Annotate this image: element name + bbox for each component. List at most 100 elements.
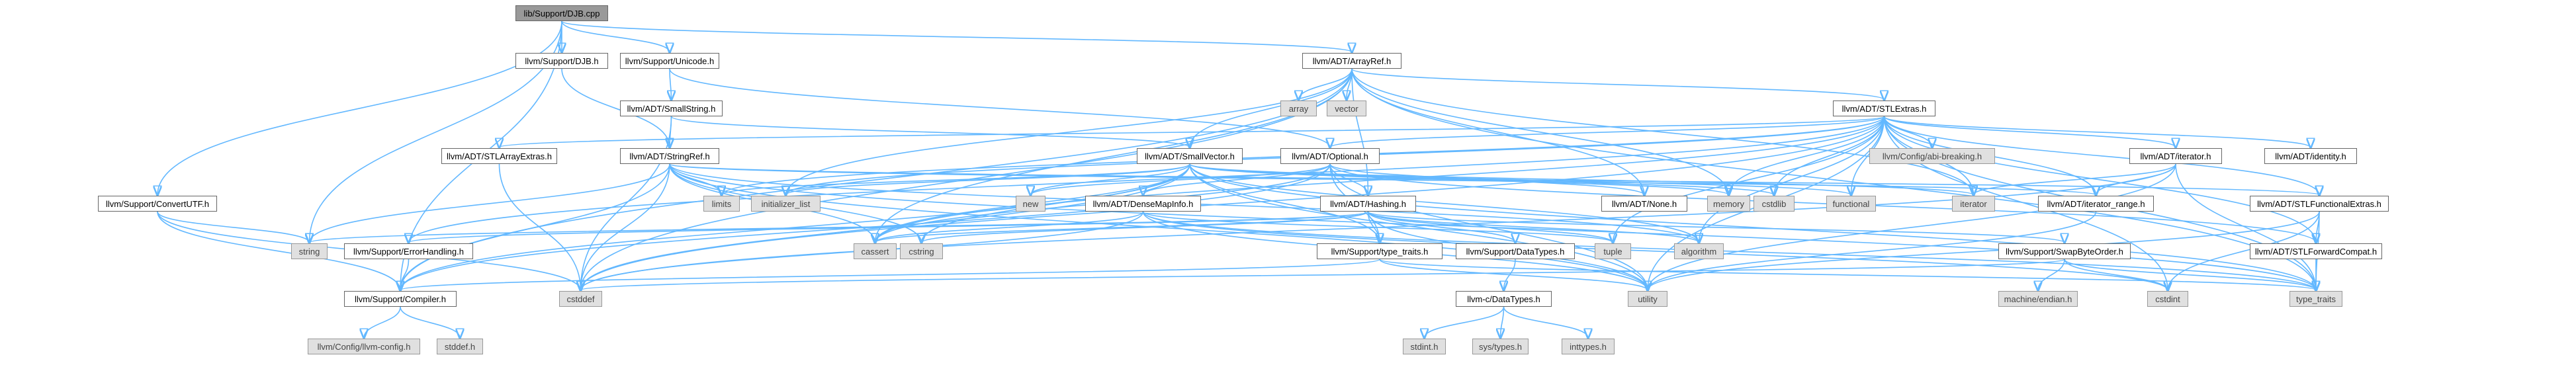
- edge-n_adt_stringref_h-to-n_support_compiler_h: [400, 163, 670, 290]
- node-support-compiler-h[interactable]: llvm/Support/Compiler.h: [344, 291, 457, 307]
- node-support-unicode-h[interactable]: llvm/Support/Unicode.h: [620, 53, 719, 69]
- node-adt-stlforwardcompat-h[interactable]: llvm/ADT/STLForwardCompat.h: [2250, 243, 2382, 259]
- node-functional[interactable]: functional: [1826, 196, 1876, 212]
- node-adt-stringref-h[interactable]: llvm/ADT/StringRef.h: [620, 148, 719, 164]
- node-cstddef[interactable]: cstddef: [559, 291, 602, 307]
- edge-n_support_unicode_h-to-n_adt_smallstring_h: [670, 68, 672, 100]
- edge-n_support_type_traits_h-to-n_type_traits: [1379, 259, 2316, 290]
- node-string[interactable]: string: [291, 243, 328, 259]
- edge-n_adt_optional_h-to-n_adt_stlforwardcompat_h: [1329, 163, 2316, 243]
- edge-n_llvmc_datatypes_h-to-n_inttypes_h: [1503, 306, 1589, 338]
- edge-n_adt_hashing_h-to-n_string: [310, 211, 1369, 243]
- node-adt-iterator-h[interactable]: llvm/ADT/iterator.h: [2129, 148, 2222, 164]
- edge-n_adt_iterator_range_h-to-n_utility: [1648, 211, 2097, 290]
- edge-n_adt_arrayref_h-to-n_adt_smallvector_h: [1190, 68, 1353, 147]
- edge-n_support_compiler_h-to-n_config_llvm_config_h: [364, 306, 401, 338]
- node-vector[interactable]: vector: [1327, 101, 1366, 116]
- node-inttypes-h[interactable]: inttypes.h: [1562, 339, 1615, 354]
- edge-n_llvmc_datatypes_h-to-n_sys_types_h: [1501, 306, 1504, 338]
- edge-n_adt_smallvector_h-to-n_initializer_list: [786, 163, 1190, 195]
- edge-n_adt_hashing_h-to-n_support_type_traits_h: [1367, 211, 1380, 243]
- node-machine-endian-h[interactable]: machine/endian.h: [1998, 291, 2078, 307]
- node-stdint-h[interactable]: stdint.h: [1403, 339, 1446, 354]
- node-config-llvm-config-h[interactable]: llvm/Config/llvm-config.h: [308, 339, 420, 354]
- node-support-convertutf-h[interactable]: llvm/Support/ConvertUTF.h: [98, 196, 217, 212]
- edge-n_support_convertutf_h-to-n_string: [157, 211, 310, 243]
- node-stddef-h[interactable]: stddef.h: [437, 339, 483, 354]
- node-tuple[interactable]: tuple: [1595, 243, 1631, 259]
- edge-n_support_unicode_h-to-n_adt_optional_h: [669, 68, 1330, 147]
- node-adt-identity-h[interactable]: llvm/ADT/identity.h: [2264, 148, 2357, 164]
- node-llvmc-datatypes-h[interactable]: llvm-c/DataTypes.h: [1456, 291, 1552, 307]
- node-array[interactable]: array: [1280, 101, 1317, 116]
- node-sys-types-h[interactable]: sys/types.h: [1472, 339, 1529, 354]
- node-limits[interactable]: limits: [703, 196, 740, 212]
- node-new[interactable]: new: [1016, 196, 1045, 212]
- node-cstdint[interactable]: cstdint: [2147, 291, 2188, 307]
- edge-n_adt_smallvector_h-to-n_support_type_traits_h: [1189, 163, 1380, 243]
- edge-n_adt_hashing_h-to-n_support_swapbyteorder_h: [1367, 211, 2065, 243]
- node-algorithm[interactable]: algorithm: [1674, 243, 1724, 259]
- node-memory[interactable]: memory: [1707, 196, 1750, 212]
- node-cstdlib[interactable]: cstdlib: [1754, 196, 1795, 212]
- edge-n_adt_stlextras_h-to-n_adt_stlfunctionalextras_h: [1883, 116, 2320, 195]
- node-adt-stlfunctionalextras-h[interactable]: llvm/ADT/STLFunctionalExtras.h: [2250, 196, 2389, 212]
- edge-n_adt_smallvector_h-to-n_iterator: [1189, 163, 1974, 195]
- edge-n_adt_smallvector_h-to-n_functional: [1189, 163, 1851, 195]
- edge-n_adt_stlextras_h-to-n_tuple: [1613, 116, 1885, 243]
- edge-n_adt_stringref_h-to-n_cstddef: [581, 163, 670, 290]
- node-cstring[interactable]: cstring: [900, 243, 943, 259]
- node-adt-hashing-h[interactable]: llvm/ADT/Hashing.h: [1320, 196, 1416, 212]
- edge-n_support_swapbyteorder_h-to-n_type_traits: [2064, 259, 2316, 290]
- node-support-swapbyteorder-h[interactable]: llvm/Support/SwapByteOrder.h: [1998, 243, 2131, 259]
- edge-n_adt_stlextras_h-to-n_adt_identity_h: [1883, 116, 2311, 147]
- edge-n_adt_stlextras_h-to-n_algorithm: [1699, 116, 1885, 243]
- edge-n_adt_hashing_h-to-n_tuple: [1367, 211, 1613, 243]
- edge-n_adt_stlextras_h-to-n_memory: [1729, 116, 1885, 195]
- edge-n_adt_optional_h-to-n_adt_densemapinfo_h: [1143, 163, 1331, 195]
- edge-n_adt_densemapinfo_h-to-n_type_traits: [1142, 211, 2317, 290]
- edge-n_support_compiler_h-to-n_stddef_h: [400, 306, 460, 338]
- node-cassert[interactable]: cassert: [854, 243, 897, 259]
- node-adt-arrayref-h[interactable]: llvm/ADT/ArrayRef.h: [1302, 53, 1401, 69]
- node-utility[interactable]: utility: [1628, 291, 1667, 307]
- edge-n_adt_smallvector_h-to-n_cstring: [922, 163, 1190, 243]
- node-adt-stlarrayextras-h[interactable]: llvm/ADT/STLArrayExtras.h: [441, 148, 557, 164]
- node-djb-cpp[interactable]: lib/Support/DJB.cpp: [515, 5, 608, 21]
- edge-n_adt_densemapinfo_h-to-n_cassert: [875, 211, 1144, 243]
- edge-n_djb_cpp-to-n_support_unicode_h: [561, 20, 670, 52]
- edge-n_adt_stlextras_h-to-n_support_errorhandling_h: [409, 116, 1885, 243]
- edge-n_adt_stringref_h-to-n_string: [310, 163, 670, 243]
- node-adt-optional-h[interactable]: llvm/ADT/Optional.h: [1280, 148, 1380, 164]
- node-support-djb-h[interactable]: llvm/Support/DJB.h: [515, 53, 608, 69]
- node-adt-smallstring-h[interactable]: llvm/ADT/SmallString.h: [620, 101, 723, 116]
- edge-n_adt_stlextras_h-to-n_adt_optional_h: [1330, 116, 1885, 147]
- edge-n_adt_stlfunctionalextras_h-to-n_utility: [1648, 211, 2320, 290]
- node-adt-none-h[interactable]: llvm/ADT/None.h: [1601, 196, 1687, 212]
- edge-n_adt_optional_h-to-n_new: [1031, 163, 1331, 195]
- edge-n_adt_optional_h-to-n_adt_hashing_h: [1329, 163, 1368, 195]
- node-support-type-traits-h[interactable]: llvm/Support/type_traits.h: [1317, 243, 1443, 259]
- node-support-errorhandling-h[interactable]: llvm/Support/ErrorHandling.h: [344, 243, 473, 259]
- node-adt-stlextras-h[interactable]: llvm/ADT/STLExtras.h: [1833, 101, 1935, 116]
- edge-n_adt_stlextras_h-to-n_adt_iterator_h: [1883, 116, 2176, 147]
- node-adt-densemapinfo-h[interactable]: llvm/ADT/DenseMapInfo.h: [1085, 196, 1201, 212]
- node-adt-smallvector-h[interactable]: llvm/ADT/SmallVector.h: [1137, 148, 1243, 164]
- edge-n_adt_optional_h-to-n_adt_none_h: [1329, 163, 1644, 195]
- edge-n_djb_cpp-to-n_support_convertutf_h: [157, 20, 562, 195]
- edge-n_adt_smallvector_h-to-n_memory: [1189, 163, 1729, 195]
- node-adt-iterator-range-h[interactable]: llvm/ADT/iterator_range.h: [2038, 196, 2154, 212]
- edge-n_support_swapbyteorder_h-to-n_machine_endian_h: [2038, 259, 2065, 290]
- edge-n_adt_arrayref_h-to-n_array: [1299, 68, 1353, 100]
- node-type-traits[interactable]: type_traits: [2289, 291, 2342, 307]
- edge-n_adt_stlextras_h-to-n_cstddef: [581, 116, 1885, 290]
- edge-n_djb_cpp-to-n_adt_arrayref_h: [561, 20, 1352, 52]
- node-support-datatypes-h[interactable]: llvm/Support/DataTypes.h: [1456, 243, 1575, 259]
- edge-n_adt_iterator_h-to-n_type_traits: [2175, 163, 2316, 290]
- node-iterator[interactable]: iterator: [1952, 196, 1995, 212]
- node-initializer-list[interactable]: initializer_list: [751, 196, 821, 212]
- node-config-abi-breaking-h[interactable]: llvm/Config/abi-breaking.h: [1869, 148, 1995, 164]
- edge-n_support_type_traits_h-to-n_utility: [1379, 259, 1648, 290]
- edge-n_adt_hashing_h-to-n_algorithm: [1367, 211, 1699, 243]
- edge-n_adt_iterator_h-to-n_iterator: [1974, 163, 2176, 195]
